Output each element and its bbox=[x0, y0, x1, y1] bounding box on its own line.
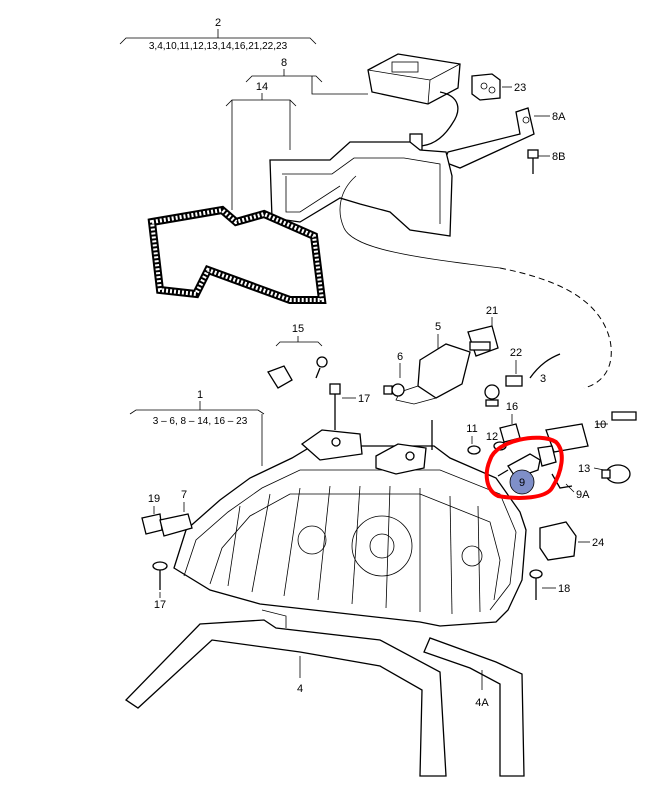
clip-9a: 9A bbox=[551, 473, 590, 501]
connector-21: 21 bbox=[467, 305, 499, 357]
callout-19: 19 bbox=[148, 493, 160, 505]
headlight-housing bbox=[173, 420, 527, 627]
mounting-bracket-8a: 8A bbox=[443, 107, 566, 169]
highlighted-bulb-9: 9 bbox=[484, 435, 564, 500]
connector-24: 24 bbox=[539, 521, 604, 561]
group-bracket-8: 8 bbox=[245, 57, 368, 95]
callout-1-members: 3 – 6, 8 – 14, 16 – 23 bbox=[153, 416, 248, 427]
clip-15: 15 bbox=[267, 323, 328, 389]
screw-17-lower: 17 bbox=[152, 561, 168, 611]
callout-12: 12 bbox=[486, 431, 498, 443]
trim-strip-4: 4 bbox=[124, 609, 447, 777]
clip-19: 19 bbox=[141, 493, 163, 535]
callout-16: 16 bbox=[506, 401, 518, 413]
callout-8b: 8B bbox=[552, 151, 565, 163]
bulb-socket-near-16 bbox=[484, 384, 500, 407]
callout-6: 6 bbox=[397, 351, 403, 363]
callout-9-marker bbox=[509, 469, 535, 495]
wire-3: 3 bbox=[529, 353, 561, 385]
callout-4a: 4A bbox=[475, 697, 489, 709]
callout-4: 4 bbox=[297, 683, 303, 695]
callout-3: 3 bbox=[540, 373, 546, 385]
bulb-11: 11 bbox=[466, 423, 481, 455]
gasket-14 bbox=[147, 205, 327, 304]
callout-23: 23 bbox=[514, 82, 526, 94]
bulb-16: 16 bbox=[499, 401, 521, 443]
callout-17-lower: 17 bbox=[154, 599, 166, 611]
callout-9a: 9A bbox=[576, 489, 590, 501]
callout-7: 7 bbox=[181, 489, 187, 501]
screw-8b: 8B bbox=[527, 149, 565, 174]
screw-17-upper: 17 bbox=[329, 383, 370, 430]
callout-11: 11 bbox=[466, 423, 477, 435]
screw-18: 18 bbox=[529, 569, 570, 600]
callout-24: 24 bbox=[592, 537, 604, 549]
callout-17-upper: 17 bbox=[358, 393, 370, 405]
group-bracket-2: 2 3,4,10,11,12,13,14,16,21,22,23 bbox=[119, 17, 317, 52]
group-bracket-14: 14 bbox=[225, 81, 297, 210]
trim-strip-4a: 4A bbox=[423, 637, 525, 777]
connector-23: 23 bbox=[471, 73, 526, 101]
callout-22: 22 bbox=[510, 347, 522, 359]
callout-15: 15 bbox=[292, 323, 304, 335]
callout-14: 14 bbox=[256, 81, 268, 93]
clip-7: 7 bbox=[159, 489, 193, 537]
callout-21: 21 bbox=[486, 305, 498, 317]
bulb-6: 6 bbox=[383, 351, 405, 397]
callout-2-members: 3,4,10,11,12,13,14,16,21,22,23 bbox=[149, 41, 288, 52]
callout-5: 5 bbox=[435, 321, 441, 333]
leveling-motor-5: 5 bbox=[395, 321, 471, 405]
callout-8: 8 bbox=[281, 57, 287, 69]
socket-22: 22 bbox=[505, 347, 523, 387]
headlight-range-control-module bbox=[367, 53, 461, 151]
group-bracket-1: 1 3 – 6, 8 – 14, 16 – 23 bbox=[129, 389, 265, 466]
wiring-cable bbox=[499, 267, 612, 389]
callout-13: 13 bbox=[578, 463, 590, 475]
callout-10: 10 bbox=[594, 419, 606, 431]
seal-frame-housing bbox=[269, 141, 501, 269]
callout-8a: 8A bbox=[552, 111, 566, 123]
callout-1: 1 bbox=[197, 389, 203, 401]
red-highlight-outline bbox=[484, 435, 564, 500]
bulb-13: 13 bbox=[578, 463, 631, 484]
callout-18: 18 bbox=[558, 583, 570, 595]
callout-2: 2 bbox=[215, 17, 221, 29]
callout-9: 9 bbox=[519, 477, 525, 489]
